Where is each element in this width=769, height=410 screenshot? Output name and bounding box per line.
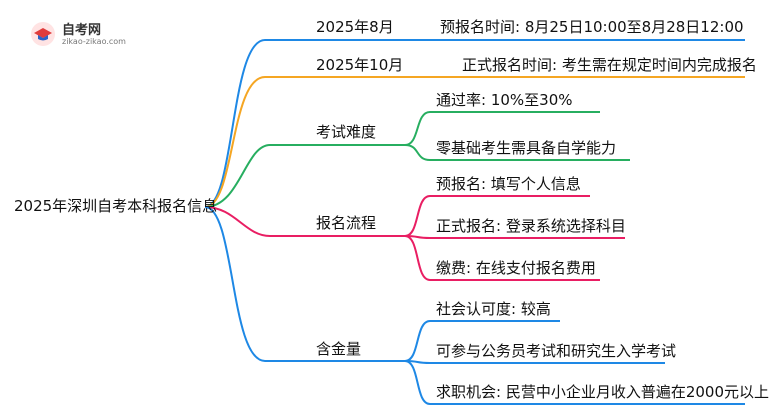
- connector-leaf: [404, 360, 665, 364]
- site-logo[interactable]: 自考网 zikao-zikao.com: [30, 17, 150, 51]
- logo-url: zikao-zikao.com: [62, 37, 126, 46]
- leaf-node: 正式报名: 登录系统选择科目: [436, 217, 626, 235]
- branch-node-aug: 2025年8月: [316, 18, 394, 36]
- branch-node-process: 报名流程: [316, 214, 377, 232]
- leaf-node: 求职机会: 民营中小企业月收入普遍在2000元以上: [436, 383, 769, 401]
- leaf-node: 社会认可度: 较高: [436, 300, 551, 318]
- leaf-node: 预报名: 填写个人信息: [436, 175, 581, 193]
- connector-branch-5: [204, 206, 405, 362]
- connector-leaf: [404, 235, 625, 239]
- mindmap-connectors: [204, 39, 745, 405]
- connector-leaf: [404, 111, 600, 146]
- leaf-node: 可参与公务员考试和研究生入学考试: [436, 342, 677, 360]
- connector-branch-2: [204, 76, 745, 208]
- branch-node-difficulty: 考试难度: [316, 123, 377, 141]
- leaf-node: 零基础考生需具备自学能力: [436, 139, 617, 157]
- connector-branch-3: [204, 144, 405, 208]
- connector-leaf: [404, 195, 590, 237]
- leaf-node: 正式报名时间: 考生需在规定时间内完成报名: [462, 56, 757, 74]
- leaf-node: 缴费: 在线支付报名费用: [436, 259, 596, 277]
- root-node: 2025年深圳自考本科报名信息: [14, 197, 218, 215]
- graduation-cap-icon: [31, 22, 55, 46]
- branch-node-value: 含金量: [316, 340, 362, 358]
- connector-leaf: [404, 144, 630, 161]
- connector-leaf: [404, 320, 560, 362]
- leaf-node: 通过率: 10%至30%: [436, 91, 573, 109]
- logo-title: 自考网: [62, 23, 102, 38]
- branch-node-oct: 2025年10月: [316, 56, 404, 74]
- connector-branch-1: [204, 39, 745, 208]
- connector-leaf: [404, 235, 600, 281]
- connector-branch-4: [204, 206, 405, 237]
- connector-leaf: [404, 360, 745, 405]
- leaf-node: 预报名时间: 8月25日10:00至8月28日12:00: [440, 18, 744, 36]
- mindmap-canvas: 自考网 zikao-zikao.com 2025年深圳自考本科报名信息 2025…: [14, 17, 769, 405]
